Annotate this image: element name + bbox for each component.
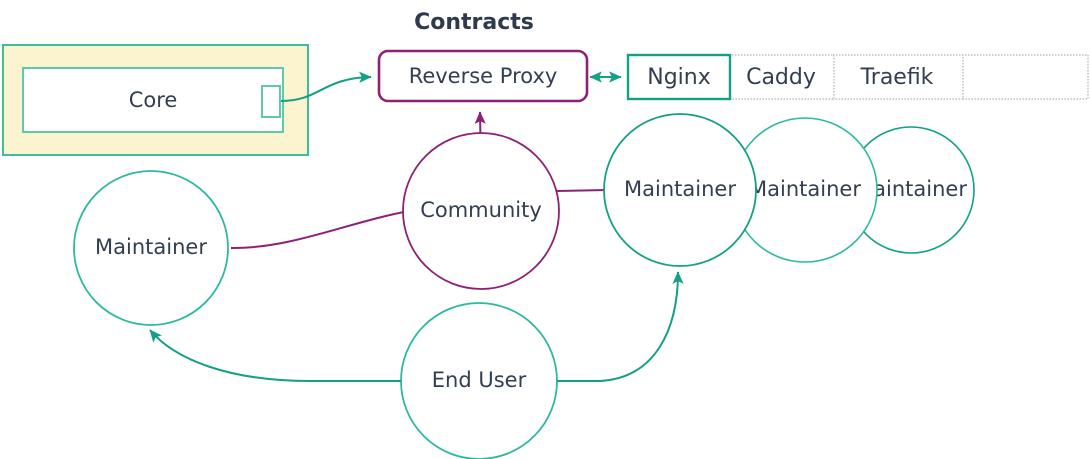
edge-end-user-to-maintainer-right [557,271,684,382]
core-node-label: Core [129,88,178,112]
maintainer-label-2: Maintainer [749,177,861,201]
impl-box-traefik[interactable] [832,54,964,100]
edge-core-to-reverse-proxy [280,71,372,102]
core-node[interactable] [22,67,284,133]
maintainer-circle-1[interactable] [603,113,757,267]
maintainer-circle-left[interactable] [73,170,229,326]
impl-box-caddy[interactable] [728,54,835,100]
reverse-proxy-label: Reverse Proxy [409,64,558,88]
community-label: Community [420,198,542,222]
reverse-proxy-node[interactable] [377,49,589,103]
impl-label-traefik: Traefik [860,65,934,90]
edge-community-to-maintainer-left [230,211,405,250]
end-user-label: End User [432,368,527,392]
maintainer-label-1: Maintainer [624,177,736,201]
core-port-icon [261,85,281,118]
impl-label-caddy: Caddy [746,65,816,90]
impl-box-empty[interactable] [961,54,1089,100]
impl-box-nginx[interactable] [626,53,732,101]
edge-community-to-maintainer-right [556,189,608,192]
edge-end-user-to-maintainer-left [149,329,401,382]
impl-label-nginx: Nginx [647,65,711,90]
contracts-group-title: Contracts [414,10,534,35]
maintainer-label-left: Maintainer [95,235,207,259]
community-circle[interactable] [402,132,560,290]
